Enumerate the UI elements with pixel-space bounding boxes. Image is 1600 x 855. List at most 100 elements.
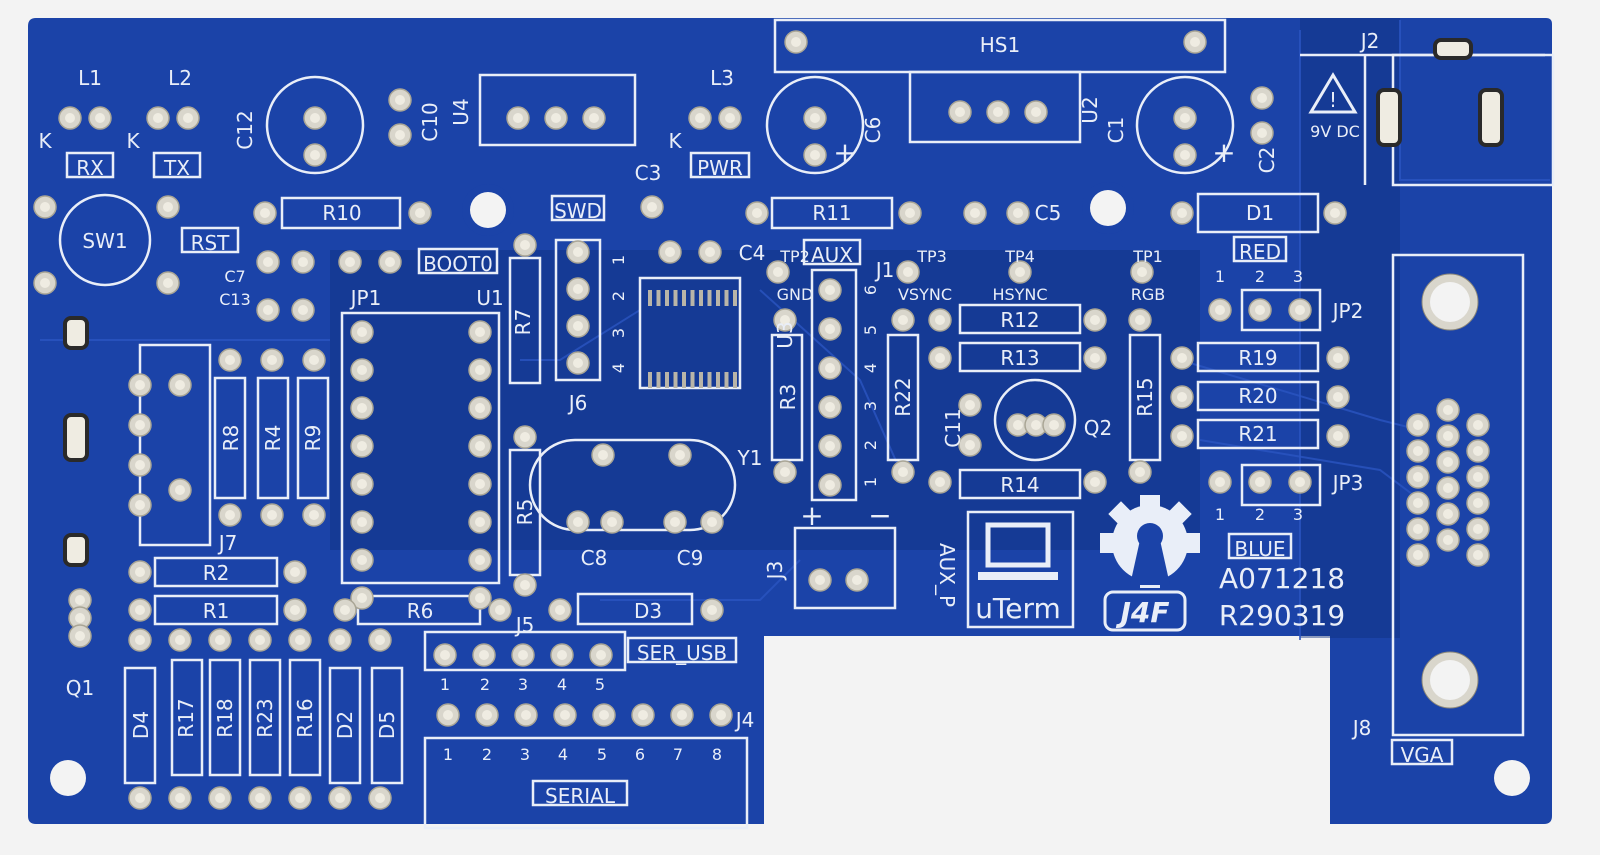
- pad-drill: [596, 650, 606, 660]
- pad-drill: [1135, 467, 1145, 477]
- pad-drill: [1443, 405, 1453, 415]
- pad-drill: [357, 403, 367, 413]
- smd-pad: [690, 290, 695, 306]
- pad-drill: [589, 113, 599, 123]
- pad-drill: [215, 635, 225, 645]
- pad-drill: [1215, 305, 1225, 315]
- silkscreen-label-d1: D1: [1246, 201, 1274, 225]
- smd-pad: [707, 372, 712, 388]
- pin-number-jp3: 3: [1293, 505, 1303, 524]
- smd-pad: [724, 290, 729, 306]
- pad-drill: [475, 327, 485, 337]
- pad-drill: [225, 510, 235, 520]
- silkscreen-label-l3: L3: [710, 66, 734, 90]
- label-frame: [626, 636, 738, 664]
- pad-drill: [395, 130, 405, 140]
- silkscreen-label-j8: J8: [1351, 716, 1372, 740]
- pad-drill: [675, 450, 685, 460]
- pad-drill: [1190, 37, 1200, 47]
- label-frame: [1232, 235, 1288, 263]
- pad-drill: [825, 480, 835, 490]
- silkscreen-label-rst: RST: [191, 231, 231, 255]
- pad-drill: [1257, 93, 1267, 103]
- pad-drill: [310, 150, 320, 160]
- label-frame: [689, 151, 751, 179]
- pad-drill: [1013, 420, 1023, 430]
- pad-drill: [395, 95, 405, 105]
- silkscreen-label-vsync: VSYNC: [898, 285, 952, 304]
- silkscreen-label-red: RED: [1239, 240, 1281, 264]
- smd-pad: [656, 372, 661, 388]
- pad-drill: [345, 257, 355, 267]
- pad-drill: [1443, 457, 1453, 467]
- silkscreen-label-d2: D2: [333, 711, 357, 739]
- silkscreen-label-pwr: PWR: [697, 156, 743, 180]
- pad-drill: [255, 635, 265, 645]
- pad-drill: [357, 441, 367, 451]
- silkscreen-label-r5: R5: [513, 499, 537, 526]
- pad-drill: [267, 510, 277, 520]
- silkscreen-label-r14: R14: [1000, 473, 1039, 497]
- silkscreen-label-r11: R11: [812, 201, 851, 225]
- smd-pad: [673, 372, 678, 388]
- silkscreen-label-r6: R6: [407, 599, 434, 623]
- label-frame: [1390, 738, 1454, 766]
- silkscreen-label-rgb: RGB: [1131, 285, 1166, 304]
- pad-drill: [903, 267, 913, 277]
- pad-drill: [1473, 550, 1483, 560]
- silkscreen-label-j1: J1: [874, 258, 895, 282]
- pad-drill: [215, 793, 225, 803]
- pin-number-j4: 8: [712, 745, 722, 764]
- pad-drill: [1257, 128, 1267, 138]
- pad-drill: [513, 113, 523, 123]
- pad-drill: [475, 479, 485, 489]
- silkscreen-label-d5: D5: [375, 711, 399, 739]
- j4f-logo-text: J4F: [1115, 596, 1169, 629]
- pad-drill: [135, 635, 145, 645]
- pad-drill: [1443, 431, 1453, 441]
- pad-drill: [1180, 113, 1190, 123]
- smd-pad: [665, 290, 669, 306]
- pad-drill: [573, 517, 583, 527]
- silkscreen-label-u2: U2: [1078, 96, 1102, 123]
- silkscreen-label-r4: R4: [261, 425, 285, 452]
- pad-drill: [1090, 315, 1100, 325]
- pad-drill: [647, 202, 657, 212]
- silkscreen-label-r16: R16: [293, 698, 317, 737]
- smd-pad: [699, 372, 703, 388]
- slot-pad: [63, 413, 89, 462]
- pad-drill: [1413, 446, 1423, 456]
- pin-number-j6: 4: [609, 363, 628, 373]
- pad-drill: [716, 710, 726, 720]
- pad-drill: [1333, 392, 1343, 402]
- pad-drill: [357, 517, 367, 527]
- silkscreen-label-jp3: JP3: [1331, 471, 1364, 495]
- pad-drill: [385, 257, 395, 267]
- silkscreen-label-j5: J5: [514, 613, 535, 637]
- pad-drill: [357, 479, 367, 489]
- smd-pad: [690, 372, 695, 388]
- pad-drill: [309, 510, 319, 520]
- smd-pad: [733, 372, 737, 388]
- pad-drill: [1031, 420, 1041, 430]
- silkscreen-label-j3: J3: [763, 561, 787, 582]
- computer-icon: [978, 522, 1058, 580]
- pad-drill: [267, 355, 277, 365]
- pad-drill: [670, 517, 680, 527]
- pad-drill: [75, 613, 85, 623]
- pad-drill: [965, 400, 975, 410]
- silkscreen-label-boot0: BOOT0: [423, 252, 493, 276]
- silkscreen-label-r8: R8: [219, 425, 243, 452]
- pad-drill: [183, 113, 193, 123]
- silkscreen-label-plus: +: [833, 136, 856, 169]
- silkscreen-label-c11: C11: [941, 408, 965, 447]
- pad-drill: [1413, 550, 1423, 560]
- pin-number-j1: 2: [861, 440, 880, 450]
- silkscreen-label-blue: BLUE: [1234, 537, 1285, 561]
- pad-drill: [1177, 431, 1187, 441]
- pad-drill: [1177, 353, 1187, 363]
- pin-number-j4: 3: [520, 745, 530, 764]
- silkscreen-label-k2: K: [126, 129, 140, 153]
- pin-number-j1: 4: [861, 363, 880, 373]
- silkscreen-label-tx: TX: [163, 156, 190, 180]
